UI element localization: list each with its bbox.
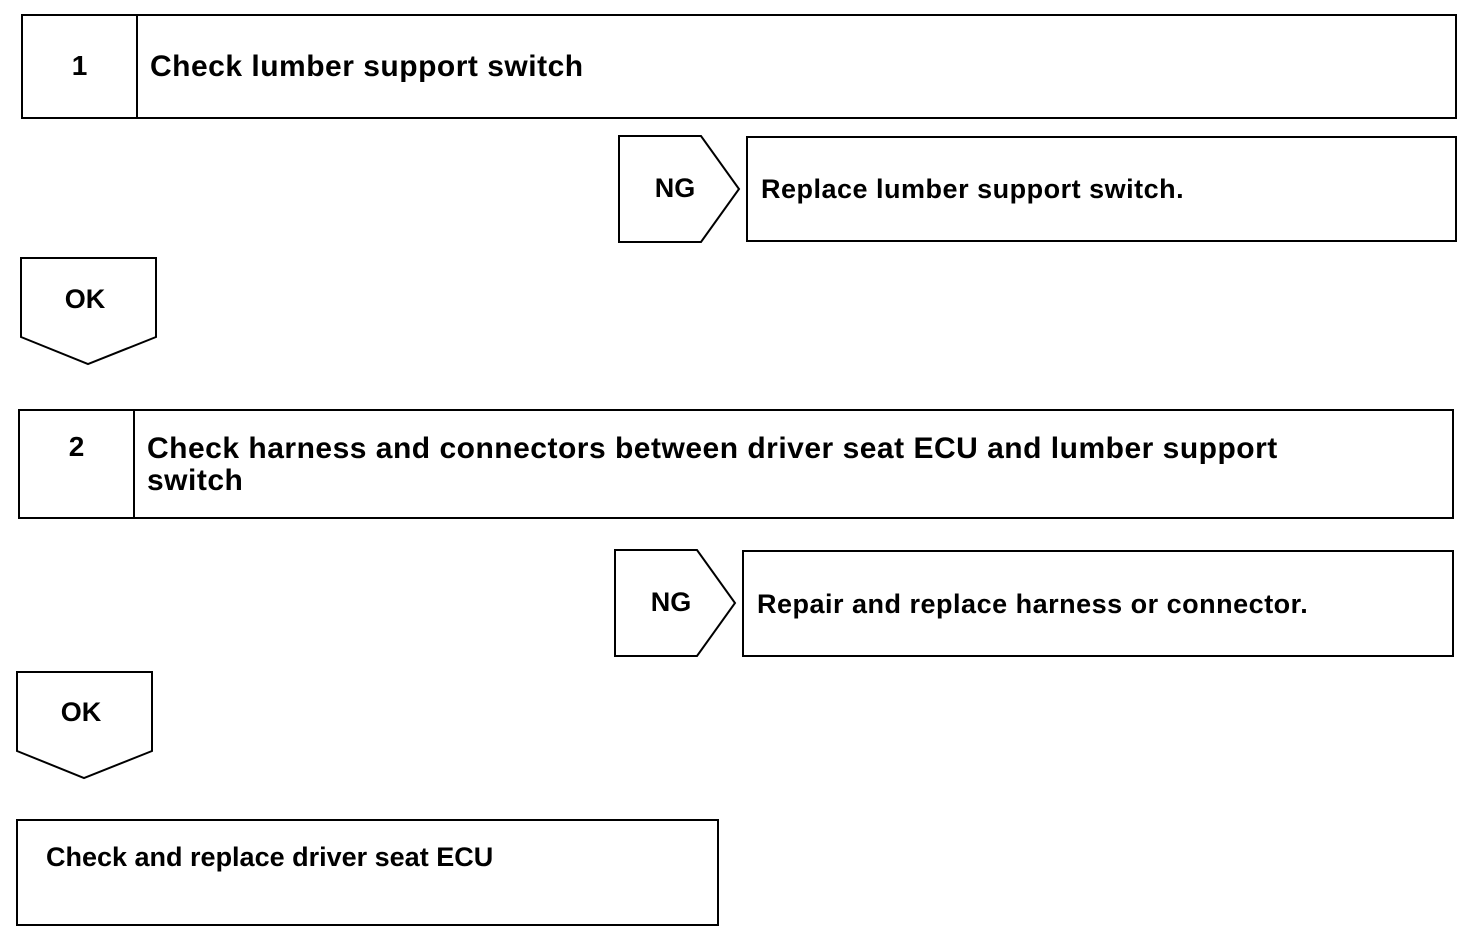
step-1-number: 1 — [23, 16, 138, 117]
step-2-title: Check harness and connectors between dri… — [147, 433, 1278, 497]
final-action: Check and replace driver seat ECU — [46, 842, 494, 872]
ok-arrow-tag-1 — [20, 257, 157, 366]
ok-label-2: OK — [60, 697, 102, 727]
final-action-box: Check and replace driver seat ECU — [16, 819, 719, 926]
ng-action-box-2: Repair and replace harness or connector. — [742, 550, 1454, 657]
ng-action-1: Replace lumber support switch. — [761, 174, 1185, 204]
step-1-box: 1 Check lumber support switch — [21, 14, 1457, 119]
ng-label-2: NG — [650, 587, 692, 617]
step-2-box: 2 Check harness and connectors between d… — [18, 409, 1454, 519]
ng-arrow-tag-2 — [614, 549, 737, 657]
step-2-number: 2 — [20, 411, 135, 517]
step-2-title-line-1: Check harness and connectors between dri… — [147, 432, 1278, 465]
step-1-title: Check lumber support switch — [150, 50, 584, 83]
ng-action-box-1: Replace lumber support switch. — [746, 136, 1457, 242]
ok-label-1: OK — [64, 284, 106, 314]
ok-arrow-tag-2 — [16, 671, 153, 780]
ng-label-1: NG — [654, 173, 696, 203]
ng-arrow-tag-1 — [618, 135, 741, 243]
step-2-title-line-2: switch — [147, 464, 244, 497]
ng-action-2: Repair and replace harness or connector. — [757, 589, 1309, 619]
